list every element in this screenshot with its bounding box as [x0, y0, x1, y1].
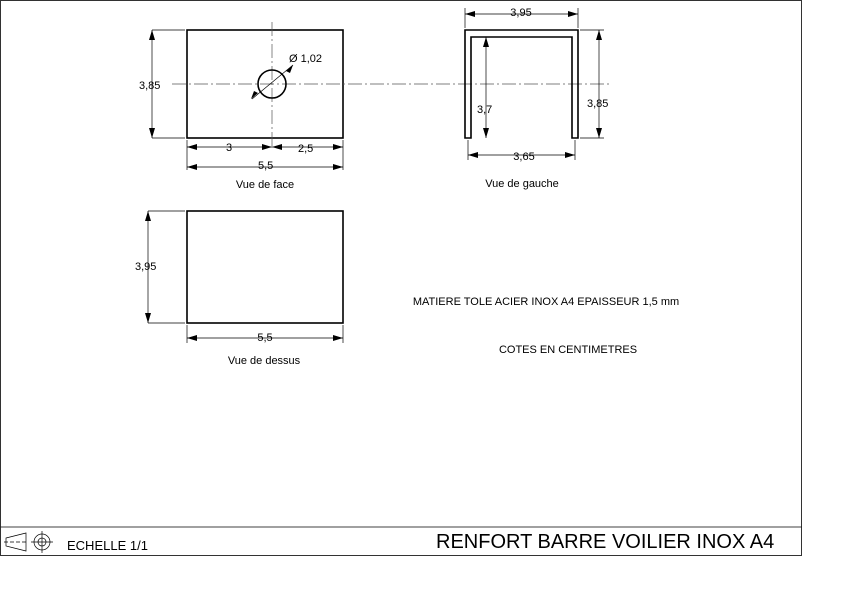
front-left-offset-label: 3 — [226, 142, 232, 154]
top-height-label: 3,95 — [135, 261, 156, 273]
hole-diameter-label: Ø 1,02 — [289, 53, 322, 65]
material-note: MATIERE TOLE ACIER INOX A4 EPAISSEUR 1,5… — [413, 296, 679, 308]
first-angle-projection-icon — [4, 531, 53, 553]
dim-arrow — [149, 30, 155, 40]
dim-arrow — [596, 30, 602, 40]
front-view-label: Vue de face — [236, 179, 294, 191]
front-width-label: 5,5 — [258, 160, 273, 172]
left-inner-height-label: 3,7 — [477, 104, 492, 116]
dim-arrow — [465, 11, 475, 17]
front-height-label: 3,85 — [139, 80, 160, 92]
left-view: 3,95 3,7 3,85 3,65 Vue de gauche — [464, 7, 608, 190]
sheet-border — [0, 0, 802, 556]
dim-arrow — [145, 313, 151, 323]
dim-arrow — [483, 37, 489, 47]
left-bottom-width-label: 3,65 — [513, 151, 534, 163]
top-view: 3,95 5,5 Vue de dessus — [135, 210, 344, 367]
dim-arrow — [596, 128, 602, 138]
dim-arrow — [333, 144, 343, 150]
drawing-title: RENFORT BARRE VOILIER INOX A4 — [436, 531, 774, 553]
dim-arrow — [187, 335, 197, 341]
dim-arrow — [565, 152, 575, 158]
scale-label: ECHELLE 1/1 — [67, 538, 148, 553]
dim-arrow — [149, 128, 155, 138]
dim-arrow — [262, 144, 272, 150]
top-view-label: Vue de dessus — [228, 355, 301, 367]
projection-cone-shape — [5, 532, 27, 552]
dim-arrow — [333, 335, 343, 341]
hole-circle — [257, 69, 287, 99]
front-right-offset-label: 2,5 — [298, 143, 313, 155]
units-note: COTES EN CENTIMETRES — [499, 344, 637, 356]
dim-arrow — [483, 128, 489, 138]
dim-arrow — [568, 11, 578, 17]
dim-arrow — [468, 152, 478, 158]
top-view-outline — [186, 210, 344, 324]
dim-arrow — [333, 164, 343, 170]
top-width-label: 5,5 — [257, 332, 272, 344]
hole-arrow-2 — [251, 91, 258, 99]
hole-leader — [251, 64, 294, 100]
left-top-width-label: 3,95 — [510, 7, 531, 19]
dim-arrow — [145, 211, 151, 221]
left-view-label: Vue de gauche — [485, 178, 559, 190]
dim-arrow — [272, 144, 282, 150]
left-view-channel-profile — [464, 29, 579, 139]
dim-arrow — [187, 164, 197, 170]
hole-arrow — [286, 65, 293, 73]
dim-arrow — [187, 144, 197, 150]
front-view: Ø 1,02 3,85 3 2,5 5,5 Vue de face — [139, 22, 610, 191]
left-outer-height-label: 3,85 — [587, 98, 608, 110]
